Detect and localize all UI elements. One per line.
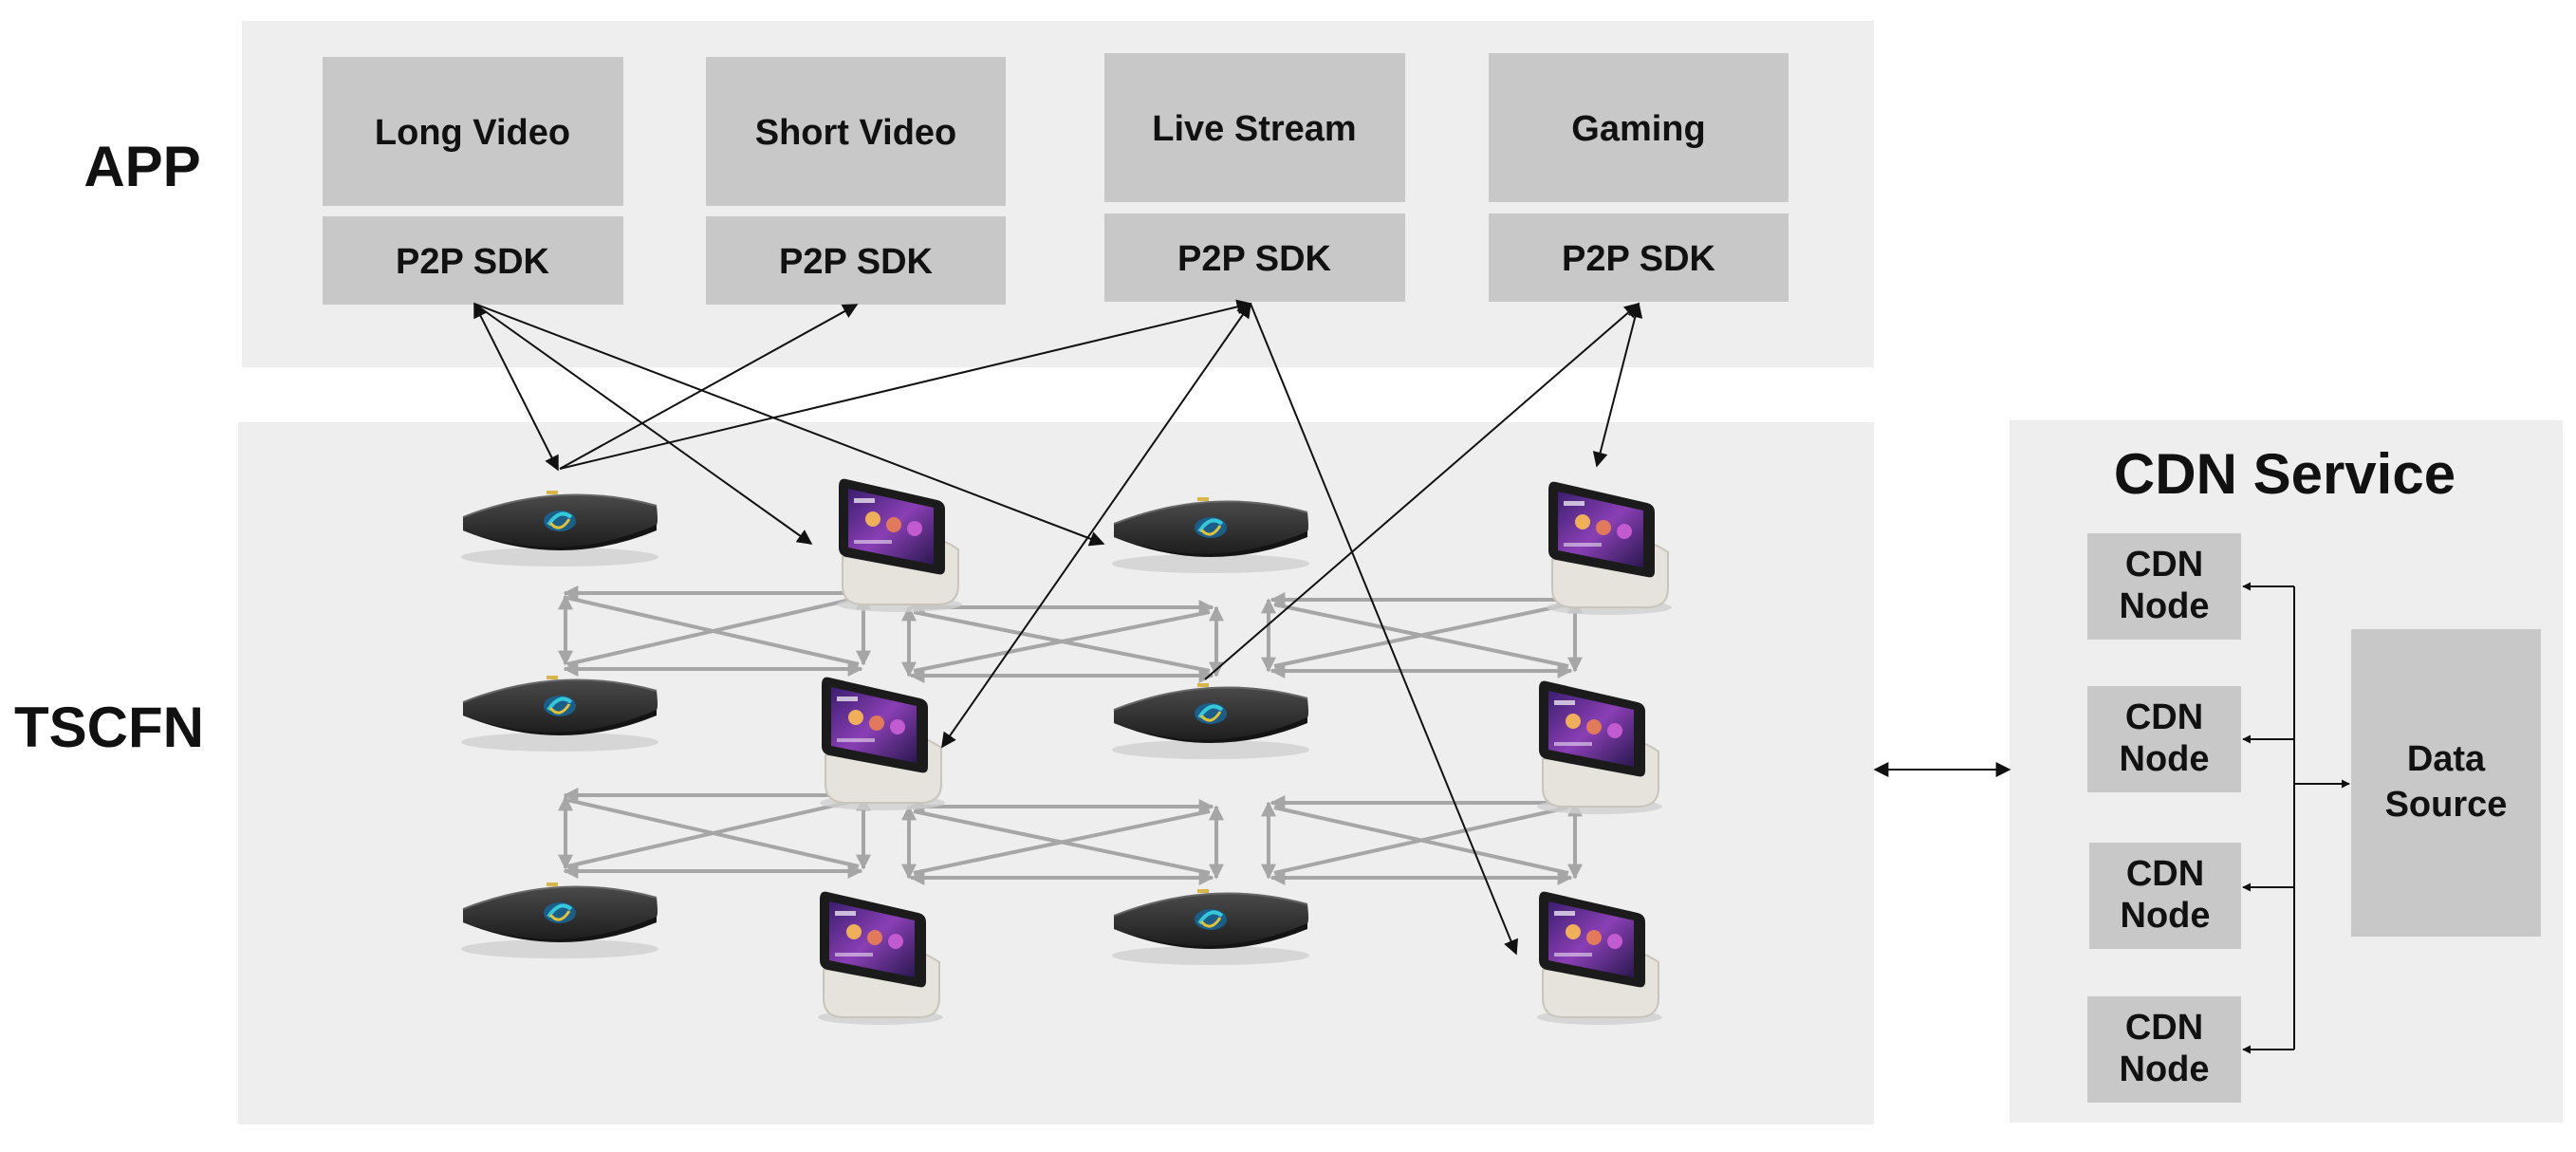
cdn-node-label-bottom: Node — [2120, 586, 2210, 626]
app-name-label: Long Video — [375, 113, 570, 153]
cdn-node-label-bottom: Node — [2120, 1050, 2210, 1089]
app-name-label: Short Video — [755, 113, 957, 153]
cdn-service-title: CDN Service — [2114, 442, 2456, 506]
cdn-node-label-bottom: Node — [2120, 739, 2210, 779]
cdn-node-2: CDN Node — [2087, 686, 2241, 792]
sdk-label: P2P SDK — [1177, 239, 1331, 279]
cdn-node-1: CDN Node — [2087, 533, 2241, 640]
data-source-label-top: Data — [2407, 739, 2486, 779]
app-section-label: APP — [83, 135, 200, 198]
sdk-box-short-video: P2P SDK — [706, 216, 1006, 305]
sdk-box-gaming: P2P SDK — [1489, 214, 1788, 302]
app-name-label: Live Stream — [1152, 109, 1356, 149]
cdn-node-4: CDN Node — [2087, 996, 2241, 1103]
cdn-node-3: CDN Node — [2089, 843, 2241, 949]
cdn-node-label-top: CDN — [2126, 854, 2204, 894]
cdn-node-label-top: CDN — [2125, 1008, 2203, 1048]
sdk-box-live-stream: P2P SDK — [1104, 214, 1405, 302]
sdk-box-long-video: P2P SDK — [323, 216, 623, 305]
app-box-gaming: Gaming — [1489, 53, 1788, 202]
app-box-long-video: Long Video — [323, 57, 623, 206]
data-source-label-bottom: Source — [2385, 785, 2508, 825]
cdn-node-label-bottom: Node — [2121, 896, 2211, 936]
cdn-tree-connectors — [2242, 582, 2350, 1054]
app-box-live-stream: Live Stream — [1104, 53, 1405, 202]
app-box-short-video: Short Video — [706, 57, 1006, 206]
app-name-label: Gaming — [1571, 109, 1705, 149]
sdk-label: P2P SDK — [779, 242, 933, 282]
sdk-label: P2P SDK — [1562, 239, 1715, 279]
cdn-node-label-top: CDN — [2125, 545, 2203, 585]
data-source-box: Data Source — [2351, 629, 2541, 937]
cdn-node-label-top: CDN — [2125, 697, 2203, 737]
tscfn-section-label: TSCFN — [14, 696, 204, 759]
sdk-device-flow-arrows — [473, 299, 1643, 956]
sdk-label: P2P SDK — [396, 242, 549, 282]
